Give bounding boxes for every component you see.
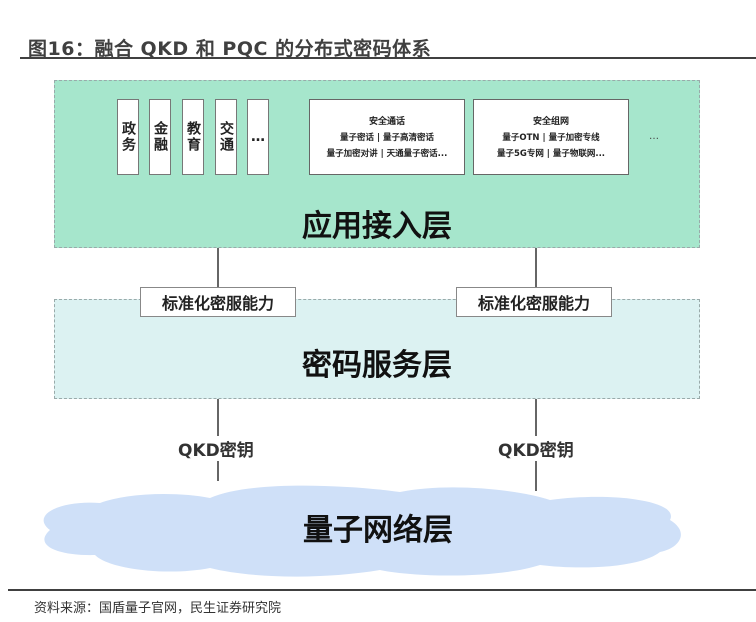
cloud-shape <box>43 485 681 577</box>
app-layer-title: 应用接入层 <box>302 209 452 244</box>
qkd-key-label-left: QKD密钥 <box>176 436 256 461</box>
secure-call-line: 量子密话 | 量子高清密话 <box>339 133 435 143</box>
service-layer-title: 密码服务层 <box>302 348 452 383</box>
sector-transport: 交通 <box>215 99 237 175</box>
secure-networking-box: 安全组网 量子OTN | 量子加密专线 量子5G专网 | 量子物联网... <box>473 99 629 175</box>
connector-line-left-upper <box>217 248 219 288</box>
sector-more: … <box>247 99 269 175</box>
title-divider <box>20 57 756 59</box>
std-capability-label-left: 标准化密服能力 <box>140 287 296 317</box>
quantum-network-cloud <box>43 485 681 577</box>
secure-networking-line: 量子5G专网 | 量子物联网... <box>496 149 606 159</box>
sector-government: 政务 <box>117 99 139 175</box>
sector-finance: 金融 <box>149 99 171 175</box>
source-divider <box>8 589 756 591</box>
std-capability-label-right: 标准化密服能力 <box>456 287 612 317</box>
more-services-ellipsis: … <box>649 131 659 142</box>
secure-call-line: 量子加密对讲 | 天通量子密话... <box>326 149 448 159</box>
qkd-key-label-right: QKD密钥 <box>496 436 576 461</box>
application-access-layer: 政务 金融 教育 交通 … 安全通话 量子密话 | 量子高清密话 量子加密对讲 … <box>54 80 700 248</box>
source-note: 资料来源：国盾量子官网，民生证券研究院 <box>34 601 282 616</box>
secure-networking-title: 安全组网 <box>532 117 569 127</box>
secure-call-title: 安全通话 <box>368 117 405 127</box>
figure-title: 图16：融合 QKD 和 PQC 的分布式密码体系 <box>28 38 432 60</box>
sector-education: 教育 <box>182 99 204 175</box>
connector-line-right-upper <box>535 248 537 288</box>
secure-call-box: 安全通话 量子密话 | 量子高清密话 量子加密对讲 | 天通量子密话... <box>309 99 465 175</box>
secure-networking-line: 量子OTN | 量子加密专线 <box>502 133 600 143</box>
network-layer-title: 量子网络层 <box>303 513 453 548</box>
